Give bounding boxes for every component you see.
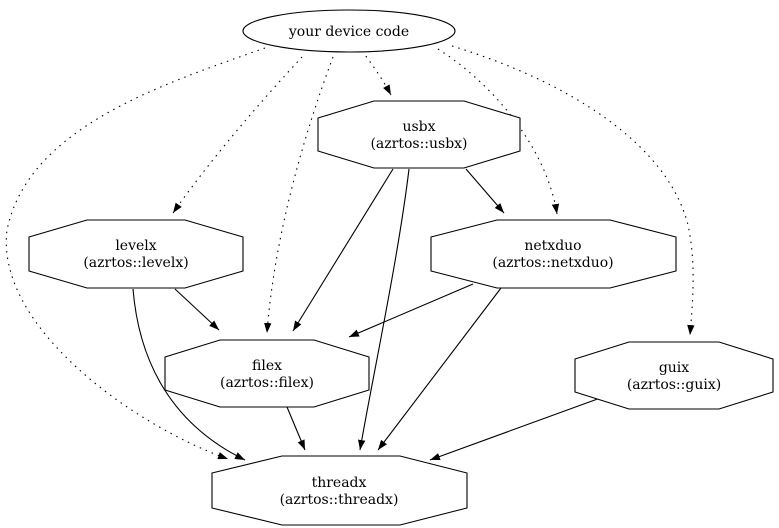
your-device-code-label: your device code [288,24,409,40]
guix-label: guix [659,360,689,376]
edge-usbx-threadx [358,168,410,451]
edge-levelx-filex [174,288,220,331]
node-filex: filex (azrtos::filex) [164,339,370,408]
edge-guix-threadx [429,396,604,461]
usbx-sublabel: (azrtos::usbx) [370,136,467,152]
edges-layer [5,45,695,461]
threadx-shape [211,455,468,526]
edge-device-guix [451,45,695,336]
levelx-label: levelx [115,238,156,254]
node-threadx: threadx (azrtos::threadx) [211,455,468,526]
node-usbx: usbx (azrtos::usbx) [317,100,521,169]
filex-shape [164,339,370,408]
threadx-label: threadx [312,475,367,491]
node-levelx: levelx (azrtos::levelx) [28,219,244,289]
levelx-shape [28,219,244,289]
edge-usbx-filex [292,168,394,332]
edge-device-threadx [5,47,266,460]
guix-shape [574,341,774,410]
edge-netxduo-filex [348,283,474,338]
netxduo-shape [430,219,677,289]
levelx-sublabel: (azrtos::levelx) [83,255,188,271]
netxduo-label: netxduo [524,238,581,254]
filex-sublabel: (azrtos::filex) [220,375,314,391]
guix-sublabel: (azrtos::guix) [627,377,721,393]
usbx-shape [317,100,521,169]
nodes-layer: your device code usbx (azrtos::usbx) lev… [28,9,774,526]
node-netxduo: netxduo (azrtos::netxduo) [430,219,677,289]
edge-usbx-netxduo [465,168,505,214]
edge-device-usbx [361,50,392,96]
node-your-device-code: your device code [242,9,456,53]
filex-label: filex [252,358,282,374]
edge-device-levelx [172,56,303,214]
edge-filex-threadx [286,406,306,451]
node-guix: guix (azrtos::guix) [574,341,774,410]
threadx-sublabel: (azrtos::threadx) [280,492,399,508]
netxduo-sublabel: (azrtos::netxduo) [492,255,613,271]
edge-levelx-threadx [132,288,246,461]
edge-netxduo-threadx [377,287,502,451]
edge-device-filex [264,56,334,334]
your-device-code-shape [242,9,456,53]
usbx-label: usbx [402,119,435,135]
